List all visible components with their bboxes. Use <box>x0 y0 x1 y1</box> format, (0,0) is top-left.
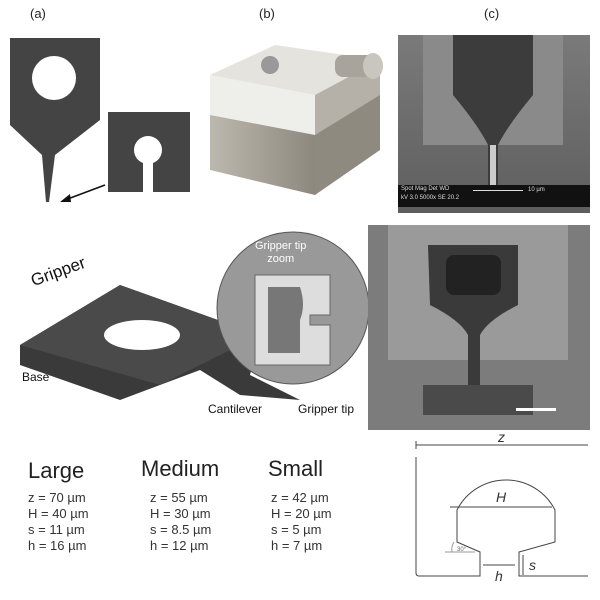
panel-label-b: (b) <box>259 6 275 21</box>
sem-info-line1: Spot Mag Det WD <box>401 186 450 192</box>
param-z: z = 55 µm <box>150 490 208 505</box>
scale-bar <box>516 408 556 411</box>
size-medium: Medium z = 55 µm H = 30 µm s = 8.5 µm h … <box>141 456 219 554</box>
size-large: Large z = 70 µm H = 40 µm s = 11 µm h = … <box>28 458 89 554</box>
label-angle: 30° <box>457 547 467 553</box>
zoom-label-line2: zoom <box>267 253 295 265</box>
param-h: h = 16 µm <box>28 538 87 553</box>
size-title: Medium <box>141 456 220 481</box>
gripper-outline-drawing <box>10 38 190 202</box>
panel-label-c: (c) <box>484 6 500 21</box>
label-z: z <box>497 430 505 445</box>
size-small: Small z = 42 µm H = 20 µm s = 5 µm h = 7… <box>268 456 332 554</box>
param-H: H = 40 µm <box>28 506 89 521</box>
param-h: h = 12 µm <box>150 538 209 553</box>
param-z: z = 70 µm <box>28 490 86 505</box>
dimension-schematic: z H h s 30° <box>415 430 588 584</box>
label-h: h <box>495 568 503 584</box>
size-title: Small <box>268 456 324 481</box>
zoom-label-line1: Gripper tip <box>255 240 307 252</box>
panel-label-a: (a) <box>30 6 46 21</box>
param-s: s = 11 µm <box>28 522 85 537</box>
base-label: Base <box>22 370 50 384</box>
gripper-tip-label: Gripper tip <box>298 402 355 416</box>
zoom-label: Gripper tip zoom <box>255 240 306 266</box>
sem-image-top: Spot Mag Det WD kV 3.0 5000x SE 20.2 10 … <box>398 35 590 213</box>
cantilever-label: Cantilever <box>208 402 263 416</box>
sem-image-bottom <box>368 225 590 430</box>
sem-scale-label: 10 µm <box>528 187 545 193</box>
label-s: s <box>529 557 536 573</box>
param-z: z = 42 µm <box>271 490 329 505</box>
label-H: H <box>496 489 507 505</box>
gripper-3d-render <box>20 231 370 400</box>
param-s: s = 5 µm <box>271 522 322 537</box>
param-h: h = 7 µm <box>271 538 323 553</box>
gripper-holder-photo <box>210 45 383 195</box>
param-H: H = 20 µm <box>271 506 332 521</box>
param-s: s = 8.5 µm <box>150 522 212 537</box>
sem-info-bar: Spot Mag Det WD kV 3.0 5000x SE 20.2 10 … <box>398 185 590 207</box>
param-H: H = 30 µm <box>150 506 211 521</box>
sem-info-line2: kV 3.0 5000x SE 20.2 <box>401 195 460 201</box>
sem-scale-bar <box>473 190 523 191</box>
size-title: Large <box>28 458 85 483</box>
